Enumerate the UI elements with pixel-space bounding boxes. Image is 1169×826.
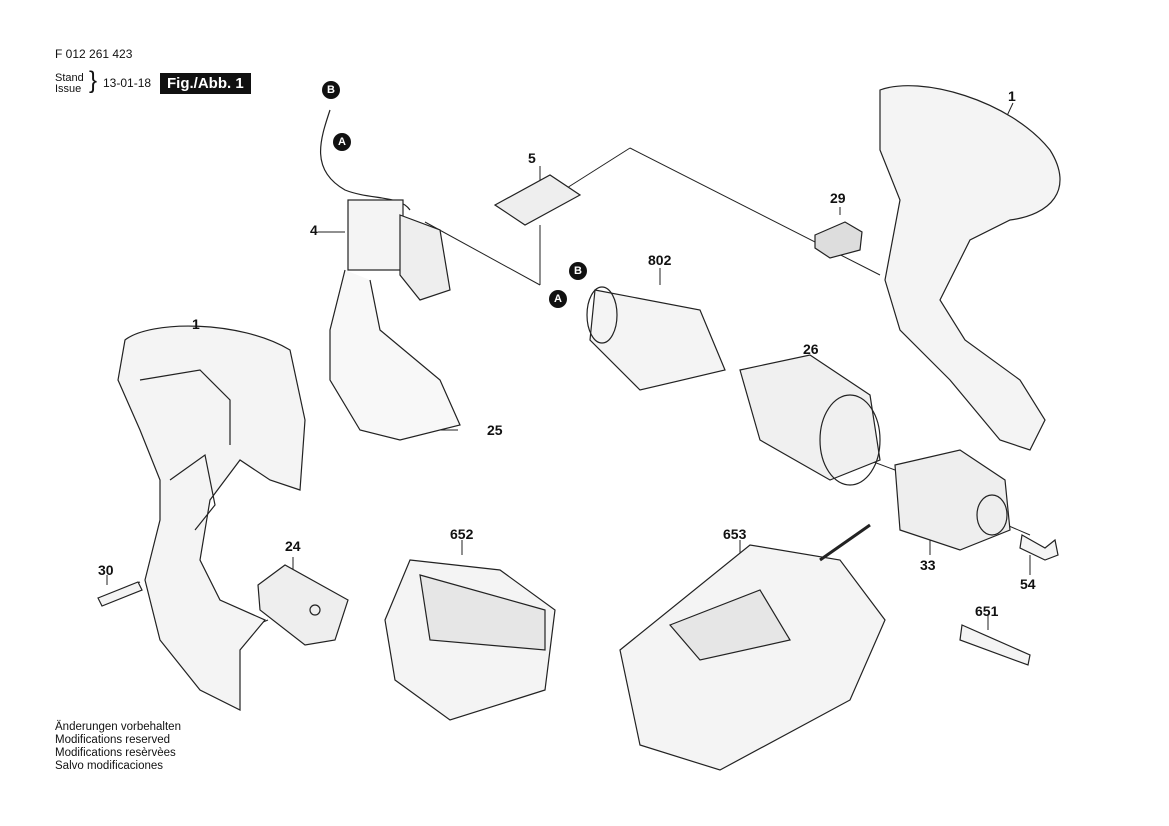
housing-right-drawing — [879, 85, 1061, 451]
connector-marker-b: B — [322, 81, 340, 99]
note-fr: Modifications resèrvèes — [55, 747, 176, 759]
cover-drawing — [257, 564, 349, 646]
part-label-652: 652 — [450, 526, 474, 542]
part-label-651: 651 — [975, 603, 999, 619]
gearbox-drawing — [739, 354, 881, 486]
part-label-30: 30 — [98, 562, 114, 578]
housing-left-drawing — [117, 325, 306, 711]
part-label-802: 802 — [648, 252, 672, 268]
part-label-653: 653 — [723, 526, 747, 542]
connector-marker-a: A — [333, 133, 351, 151]
chuck-drawing — [894, 449, 1011, 551]
part-label-1-right: 1 — [1008, 88, 1016, 104]
motor-marker-a: A — [549, 290, 567, 308]
motor-drawing — [586, 286, 726, 391]
part-label-4: 4 — [310, 222, 318, 238]
switch-drawing — [319, 109, 461, 441]
note-en: Modifications reserved — [55, 734, 171, 746]
issue-date: 13-01-18 — [103, 76, 152, 90]
screw-30-drawing — [97, 581, 143, 607]
part-label-25: 25 — [487, 422, 503, 438]
screw-54-drawing — [1019, 534, 1059, 561]
part-label-26: 26 — [803, 341, 819, 357]
part-label-33: 33 — [920, 557, 936, 573]
modification-notes: Änderungen vorbehalten Modifications res… — [55, 721, 181, 773]
note-es: Salvo modificaciones — [55, 760, 164, 772]
brace: } — [89, 67, 98, 94]
part-label-24: 24 — [285, 538, 301, 554]
note-de: Änderungen vorbehalten — [55, 721, 181, 733]
charger-drawing — [619, 523, 886, 771]
slide-drawing — [493, 174, 582, 226]
issue-label: Issue — [55, 83, 82, 95]
part-label-5: 5 — [528, 150, 536, 166]
part-label-29: 29 — [830, 190, 846, 206]
stand-issue-label: Stand Issue — [55, 73, 84, 95]
battery-drawing — [384, 559, 556, 721]
direction-switch-drawing — [814, 221, 863, 259]
part-label-54: 54 — [1020, 576, 1036, 592]
stand-label: Stand — [55, 72, 84, 84]
document-number: F 012 261 423 — [55, 47, 133, 61]
bit-drawing — [959, 624, 1031, 666]
figure-label: Fig./Abb. 1 — [160, 73, 251, 94]
motor-marker-b: B — [569, 262, 587, 280]
part-label-1-left: 1 — [192, 316, 200, 332]
